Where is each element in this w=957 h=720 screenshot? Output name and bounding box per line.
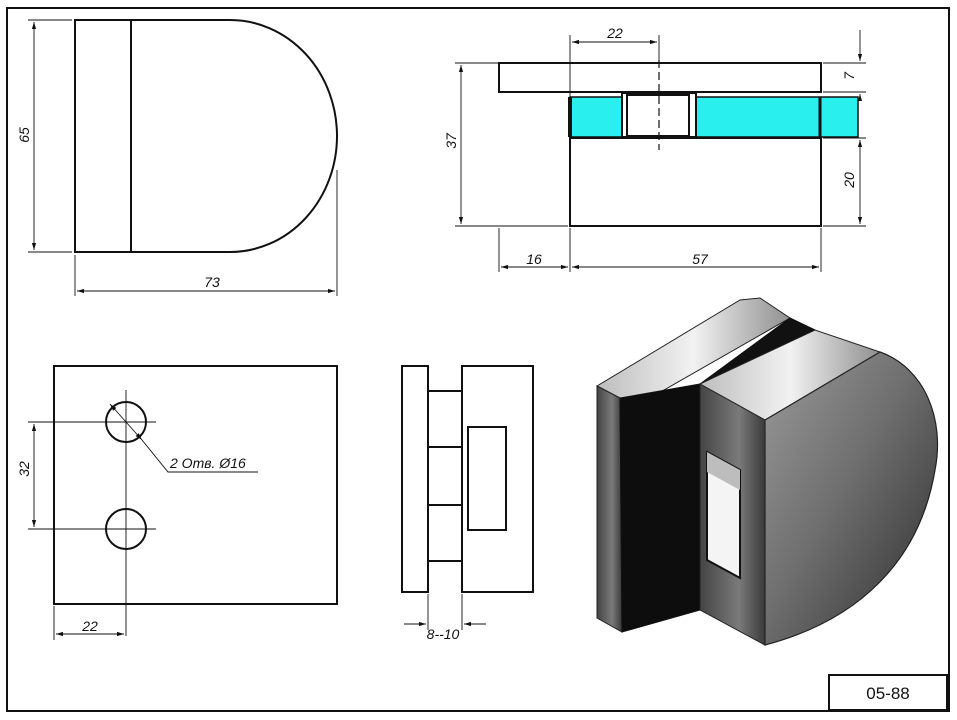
iso-rounded-face <box>764 351 939 646</box>
front-view: 65 73 <box>16 19 338 296</box>
front-height-label: 65 <box>16 127 32 143</box>
side-base-block <box>569 137 822 227</box>
plan-holes-note: 2 Отв. Ø16 <box>169 455 246 471</box>
side-slot-label: 22 <box>606 25 623 41</box>
title-block: 05-88 <box>828 674 948 711</box>
plan-hole-spacing-label: 32 <box>16 461 32 477</box>
side-top-plate-label: 7 <box>841 71 857 80</box>
plan-view: 2 Отв. Ø16 32 22 <box>16 365 338 640</box>
front-width-label: 73 <box>204 274 220 290</box>
iso-render <box>595 297 939 646</box>
end-base-block <box>461 365 534 593</box>
end-plate <box>401 365 429 593</box>
side-total-height-label: 37 <box>443 132 459 149</box>
sheet-border <box>6 7 950 712</box>
side-base-height-label: 20 <box>841 172 857 189</box>
end-glass-range-label: 8--10 <box>427 626 460 642</box>
end-view: 8--10 <box>401 365 534 642</box>
drawing-code: 05-88 <box>866 684 909 703</box>
plan-outline <box>53 365 338 605</box>
side-base-width-label: 57 <box>692 251 709 267</box>
side-top-plate <box>498 62 822 93</box>
plan-hole-leader <box>141 439 258 473</box>
plan-hole-offset-label: 22 <box>81 618 98 634</box>
title-block-box <box>828 674 948 711</box>
end-slot <box>467 426 507 531</box>
side-glass-right <box>695 96 859 138</box>
front-view-outline <box>74 19 338 253</box>
side-offset-label: 16 <box>526 251 542 267</box>
side-glass-left <box>569 96 623 138</box>
side-view: 22 37 7 20 16 57 <box>443 25 866 272</box>
